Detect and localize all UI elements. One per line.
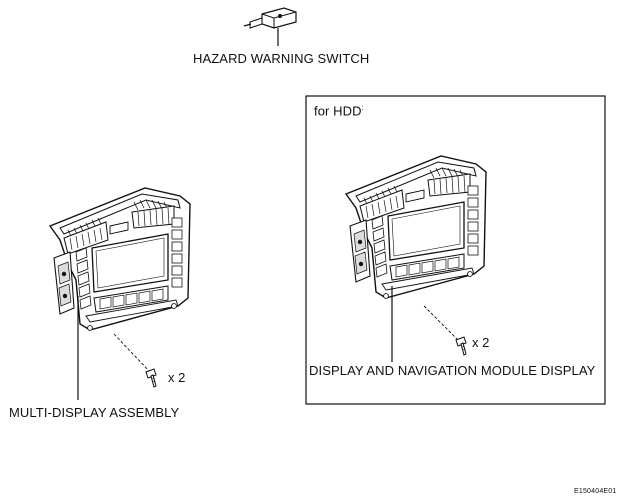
hdd-box-title-text: for HDD xyxy=(314,103,362,119)
figure-id: E150404E01 xyxy=(574,488,617,495)
screw-left xyxy=(145,368,157,388)
screw-axis-left xyxy=(113,333,151,373)
hazard-switch-drawing xyxy=(243,7,297,29)
hdd-box-title: for HDD: xyxy=(314,103,364,119)
screw-right xyxy=(455,336,467,356)
multi-display-label: MULTI-DISPLAY ASSEMBLY xyxy=(9,405,180,420)
multi-display-assembly-drawing xyxy=(49,187,191,332)
hdd-frame xyxy=(305,95,606,405)
screw-axis-right xyxy=(423,305,461,343)
display-nav-label: DISPLAY AND NAVIGATION MODULE DISPLAY xyxy=(309,363,596,378)
hdd-box-title-mark: : xyxy=(361,103,364,112)
screw-qty-left: x 2 xyxy=(168,370,186,385)
screw-qty-right: x 2 xyxy=(472,335,490,350)
hazard-switch-label: HAZARD WARNING SWITCH xyxy=(193,51,370,66)
display-navigation-module-drawing xyxy=(345,155,487,300)
